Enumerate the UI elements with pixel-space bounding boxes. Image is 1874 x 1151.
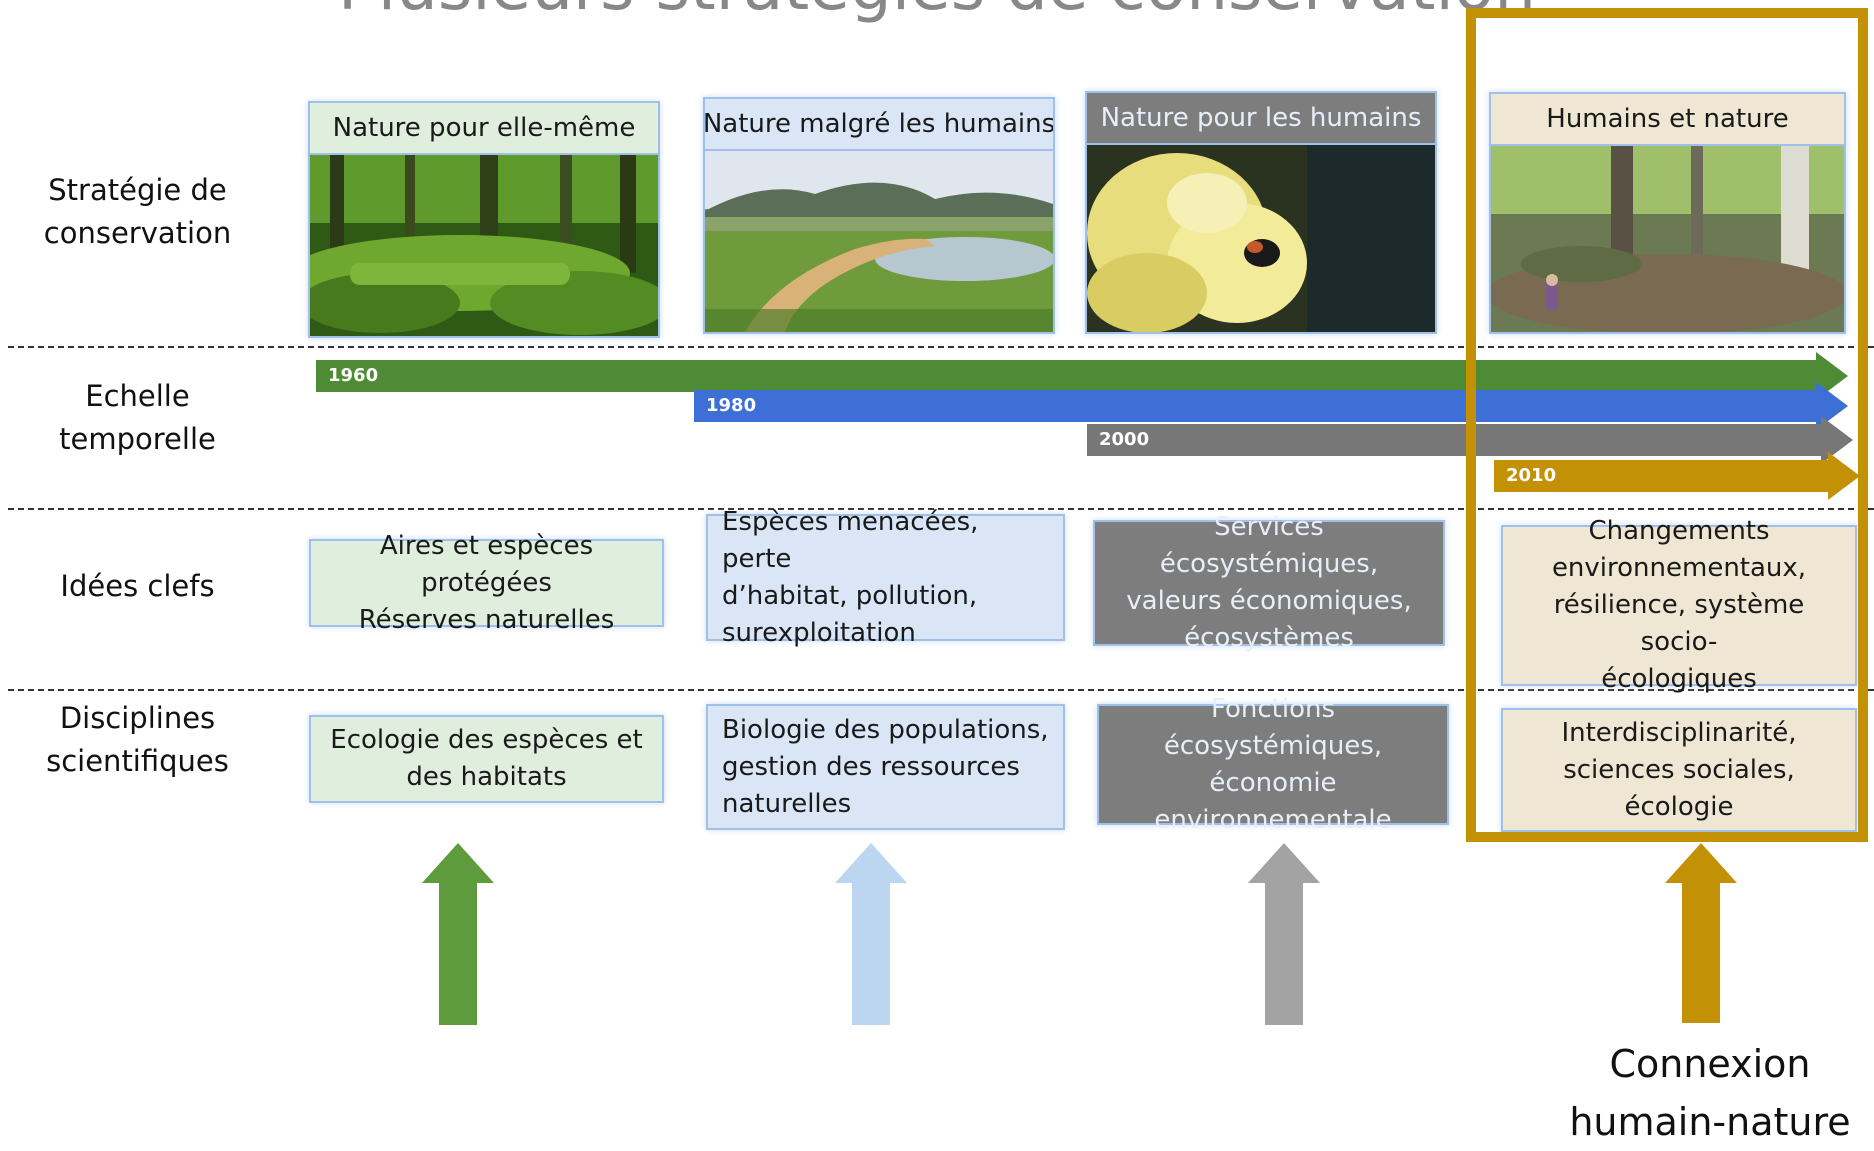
forest-hiker-photo: [1491, 144, 1844, 332]
discipline-box: Fonctions écosystémiques, économie envir…: [1099, 694, 1447, 835]
timeline-year: 2000: [1099, 429, 1150, 450]
timeline-arrow-1980: 1980: [694, 382, 1848, 430]
arrow-tip: [422, 843, 494, 883]
strategy-card-nature-for-itself: Nature pour elle-même: [310, 103, 658, 336]
timeline-shaft: [1087, 424, 1825, 456]
row-label-timescale: Echelle temporelle: [59, 379, 216, 456]
timeline-shaft: [694, 390, 1820, 422]
discipline-box: Interdisciplinarité, sciences sociales, …: [1503, 710, 1855, 830]
bee-on-flower-photo: [1087, 143, 1435, 332]
separator-line: [8, 508, 1874, 510]
strategy-title: Nature malgré les humains: [705, 99, 1053, 149]
timeline-shaft: [316, 360, 1820, 392]
strategy-card-humans-and-nature: Humains et nature: [1491, 94, 1844, 332]
arrow-stem: [1682, 883, 1720, 1023]
timeline-arrow-2000: 2000: [1087, 416, 1853, 464]
key-idea-box: Aires et espèces protégées Réserves natu…: [311, 531, 662, 635]
strategy-title: Humains et nature: [1491, 94, 1844, 144]
strategy-card-nature-despite-humans: Nature malgré les humains: [705, 99, 1053, 332]
timeline-year: 2010: [1506, 465, 1557, 486]
timeline-head: [1828, 452, 1860, 500]
timeline-arrow-2010: 2010: [1494, 452, 1860, 500]
timeline-arrow-1960: 1960: [316, 352, 1848, 400]
separator-line: [8, 346, 1874, 348]
arrow-stem: [439, 883, 477, 1025]
strategy-title: Nature pour elle-même: [310, 103, 658, 153]
key-idea-box: Changements environnementaux, résilience…: [1503, 516, 1855, 694]
key-idea-box: Services écosystémiques, valeurs économi…: [1095, 512, 1443, 653]
timeline-year: 1960: [328, 365, 379, 386]
row-label-disciplines: Disciplines scientifiques: [46, 701, 229, 778]
separator-line: [8, 689, 1874, 691]
arrow-tip: [1665, 843, 1737, 883]
highlight-frame: [1466, 8, 1868, 842]
arrow-stem: [1265, 883, 1303, 1025]
human-nature-connection-caption: Connexion humain-nature: [1569, 1042, 1851, 1144]
discipline-box: Ecologie des espèces et des habitats: [311, 717, 662, 801]
arrow-tip: [835, 843, 907, 883]
timeline-year: 1980: [706, 395, 757, 416]
row-label-strategy: Stratégie de conservation: [43, 173, 232, 250]
arrow-tip: [1248, 843, 1320, 883]
forest-moss-photo: [310, 153, 658, 336]
timeline-shaft: [1494, 460, 1832, 492]
discipline-box: Biologie des populations, gestion des re…: [708, 706, 1063, 828]
key-idea-box: Espèces menacées, perte d’habitat, pollu…: [708, 507, 1063, 648]
row-label-key-ideas: Idées clefs: [60, 569, 215, 603]
strategy-card-nature-for-humans: Nature pour les humains: [1087, 93, 1435, 332]
slide-title: Plusieurs stratégies de conservation: [0, 0, 1874, 20]
arrow-stem: [852, 883, 890, 1025]
wetland-boardwalk-photo: [705, 149, 1053, 332]
strategy-title: Nature pour les humains: [1087, 93, 1435, 143]
